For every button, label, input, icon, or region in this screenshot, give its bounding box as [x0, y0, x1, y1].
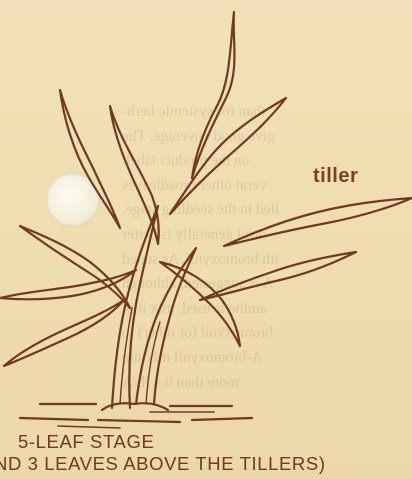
- leaf-upper-right: [170, 98, 286, 214]
- stem-main: [112, 206, 158, 408]
- leaf-right-lower: [200, 252, 356, 300]
- leaf-right-wide: [224, 198, 412, 246]
- leaf-tiller: [160, 262, 240, 346]
- leaf-lower-left: [4, 300, 124, 366]
- tiller-label: tiller: [313, 165, 358, 188]
- stage-subtitle: ND 3 LEAVES ABOVE THE TILLERS): [0, 453, 326, 475]
- stage-title: 5-LEAF STAGE: [18, 431, 154, 453]
